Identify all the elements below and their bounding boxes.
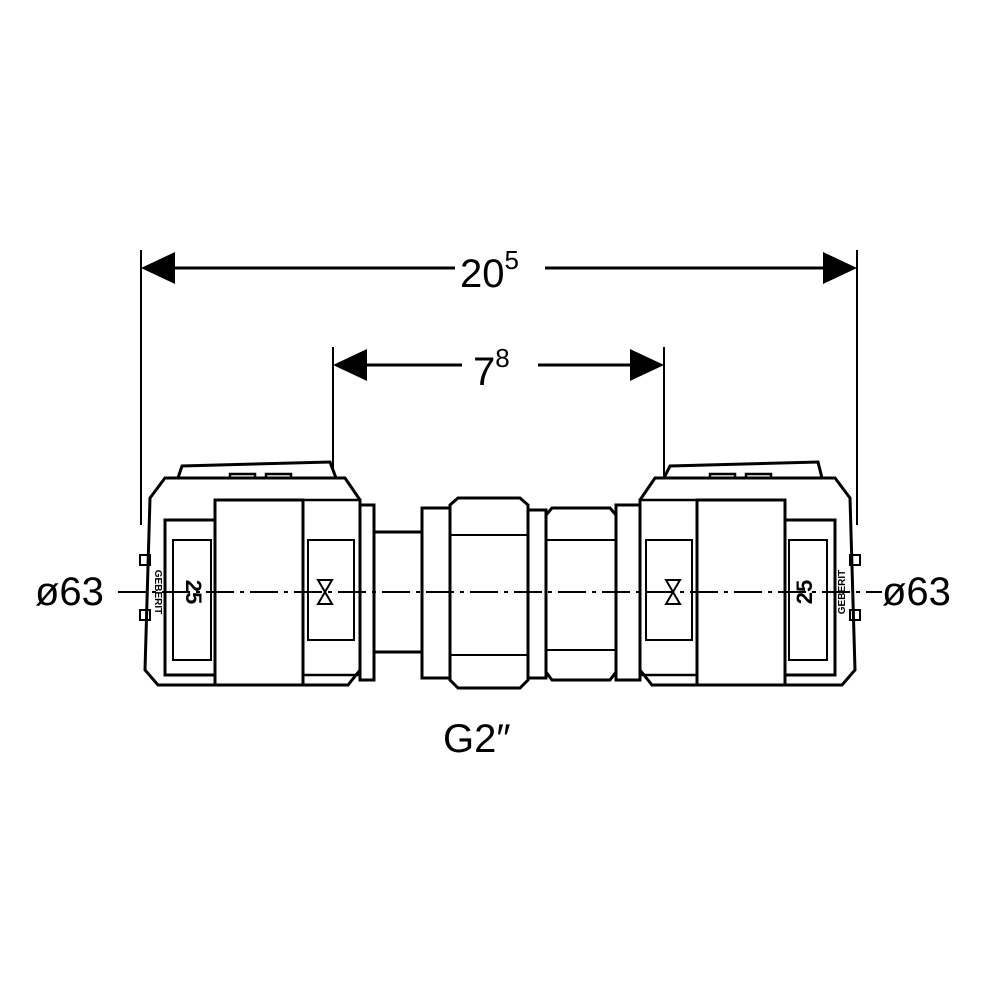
right-inner-window: [645, 539, 693, 641]
right-window-inner: [788, 539, 828, 661]
left-inner-window: [307, 539, 355, 641]
right-window: [783, 518, 837, 677]
left-top-cap: [175, 460, 339, 480]
left-side-mark-bottom: [139, 609, 151, 621]
thread-label: G2″: [443, 717, 511, 761]
union-hex-nut-2: [544, 506, 618, 682]
left-fitting-body: 25 GEBERIT: [139, 460, 362, 687]
overall-arrow-left: [141, 252, 175, 284]
right-top-cap: [661, 460, 824, 480]
insertion-dimension-value: 78: [473, 343, 510, 394]
left-window-inner: [172, 539, 212, 661]
left-depth-marker: [316, 579, 334, 605]
overall-dimension-value: 205: [460, 245, 519, 296]
left-side-mark-top: [139, 554, 151, 566]
right-fitting-body: 25 GEBERIT: [638, 460, 861, 687]
right-side-mark-bottom: [849, 609, 861, 621]
union-separator: [526, 508, 548, 680]
right-side-mark-top: [849, 554, 861, 566]
overall-dimension: 205: [140, 245, 858, 525]
insertion-arrow-right: [630, 349, 664, 381]
right-diameter-label: ø63: [882, 570, 951, 614]
left-brand-marking: GEBERIT: [152, 570, 163, 614]
overall-arrow-right: [823, 252, 857, 284]
left-diameter-label: ø63: [35, 570, 104, 614]
insertion-arrow-left: [333, 349, 367, 381]
